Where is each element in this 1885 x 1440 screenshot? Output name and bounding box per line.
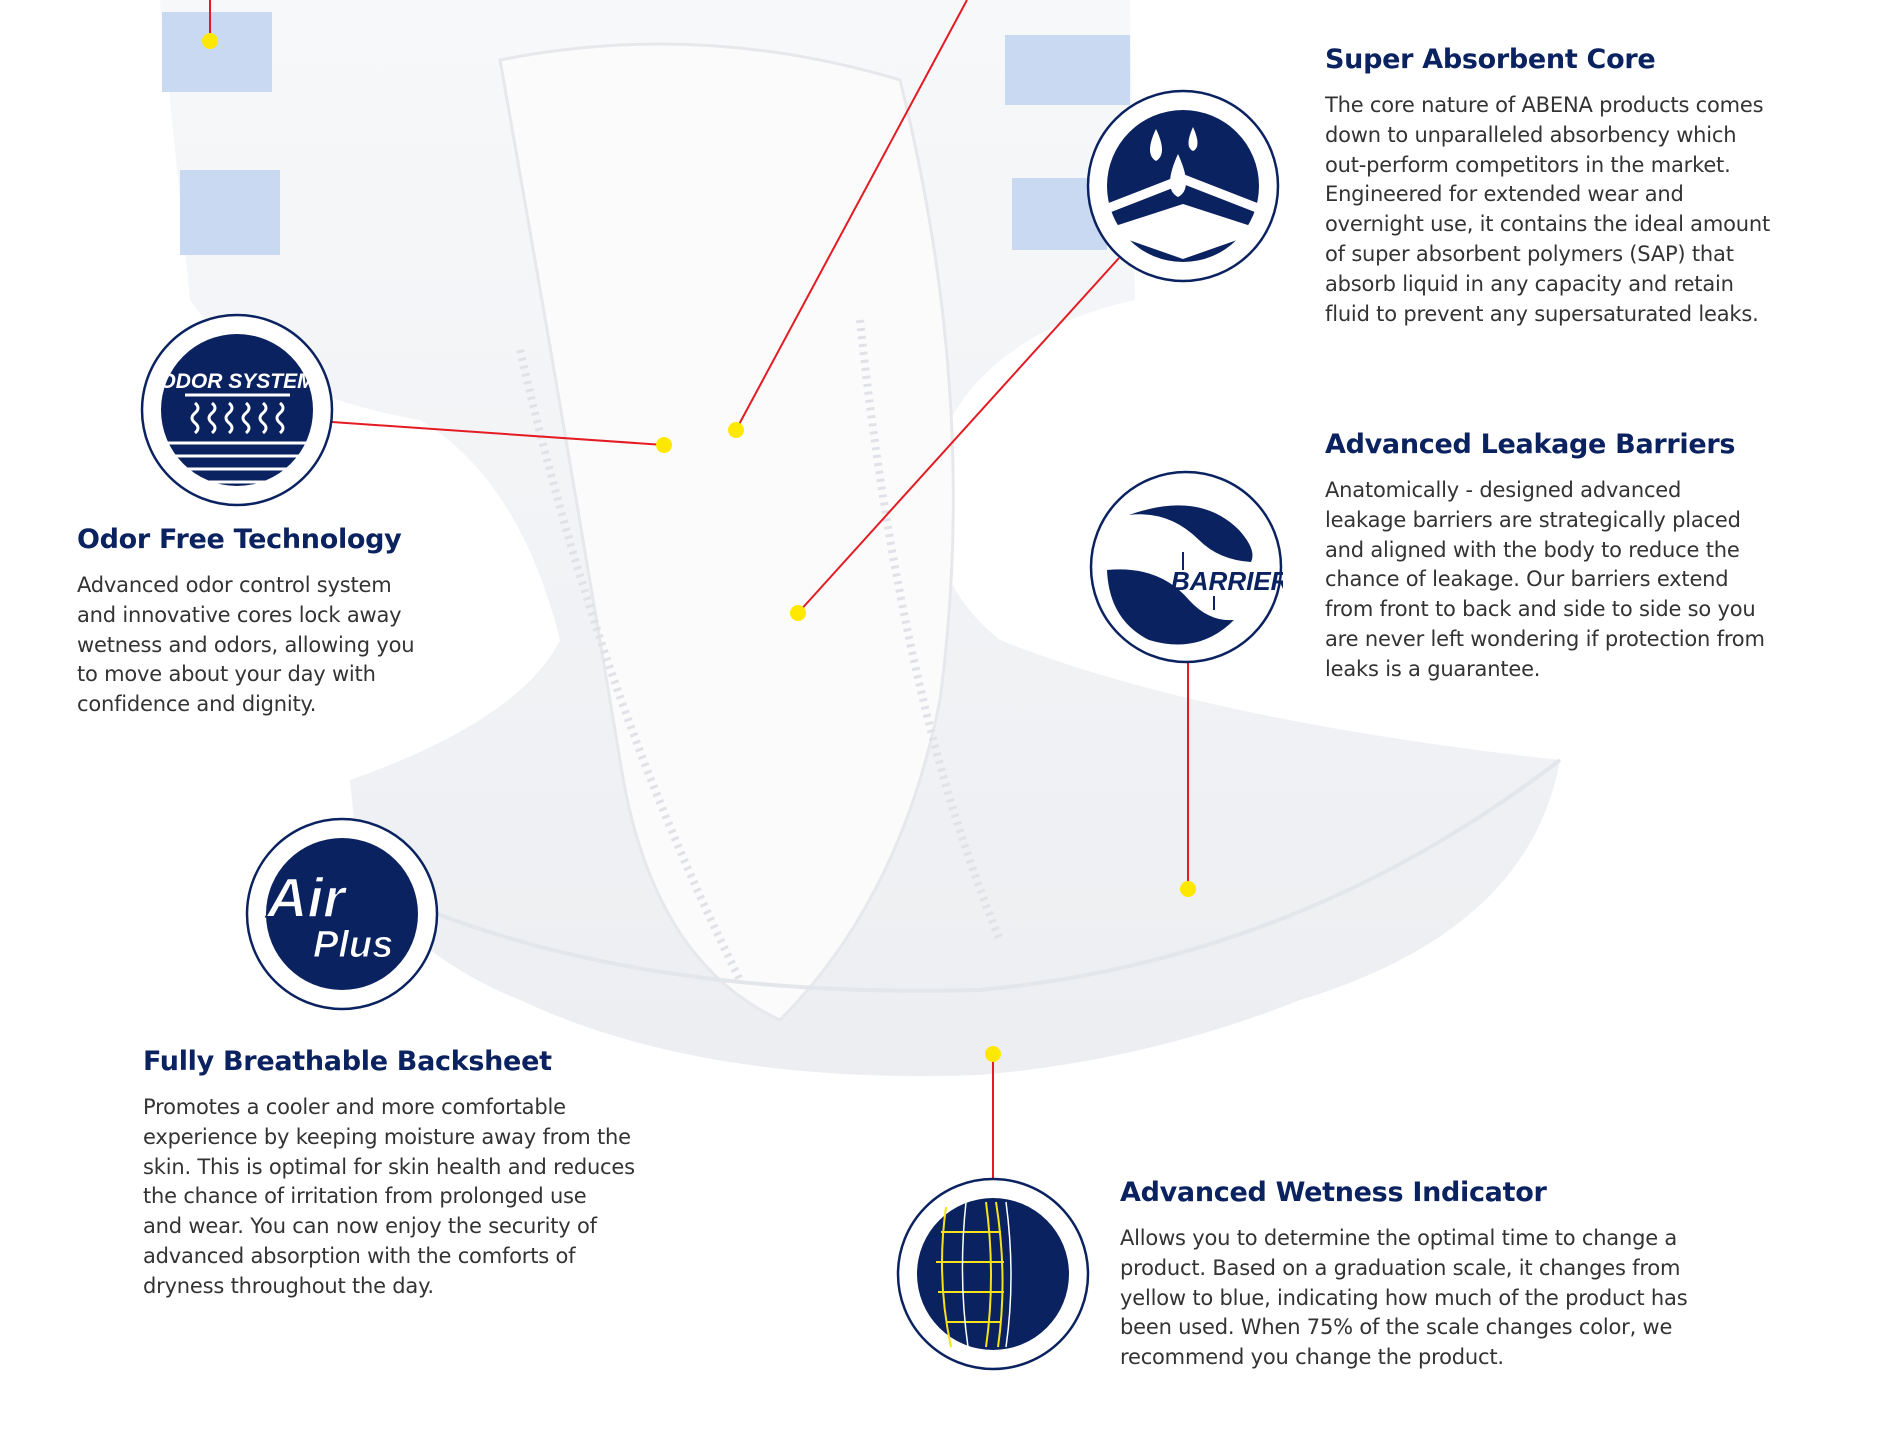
feature-wetness-indicator: Advanced Wetness Indicator Allows you to… — [1120, 1176, 1688, 1373]
feature-title: Advanced Leakage Barriers — [1325, 429, 1736, 460]
description-line: overnight use, it contains the ideal amo… — [1325, 212, 1771, 237]
description-line: product. Based on a graduation scale, it… — [1120, 1255, 1681, 1280]
barriers-icon: BARRIERS — [1089, 470, 1283, 664]
description-line: and innovative cores lock away — [77, 602, 402, 627]
water-drops-icon — [1086, 89, 1280, 283]
description-line: skin. This is optimal for skin health an… — [143, 1154, 635, 1179]
description-line: absorb liquid in any capacity and retain — [1325, 271, 1734, 296]
barriers-icon-label: BARRIERS — [1171, 566, 1283, 596]
tape-fasteners — [162, 12, 1130, 255]
description-line: confidence and dignity. — [77, 692, 317, 717]
feature-description: Allows you to determine the optimal time… — [1120, 1224, 1688, 1373]
air-plus-icon: Air Plus — [245, 817, 439, 1011]
feature-title: Super Absorbent Core — [1325, 44, 1656, 75]
description-line: to move about your day with — [77, 662, 376, 687]
description-line: down to unparalleled absorbency which — [1325, 122, 1737, 147]
description-line: out-perform competitors in the market. — [1325, 152, 1731, 177]
feature-super-absorbent-core: Super Absorbent Core The core nature of … — [1325, 43, 1770, 329]
description-line: chance of leakage. Our barriers extend — [1325, 567, 1729, 592]
description-line: The core nature of ABENA products comes — [1325, 93, 1764, 117]
feature-title: Advanced Wetness Indicator — [1120, 1177, 1547, 1208]
description-line: experience by keeping moisture away from… — [143, 1124, 631, 1149]
description-line: Anatomically - designed advanced — [1325, 478, 1682, 502]
description-line: leakage barriers are strategically place… — [1325, 507, 1741, 532]
feature-description: The core nature of ABENA products comes d… — [1325, 91, 1770, 329]
odor-icon-label: ODOR SYSTEM — [159, 370, 315, 393]
connector-lines — [209, 0, 1189, 1180]
description-line: and wear. You can now enjoy the security… — [143, 1214, 597, 1239]
air-label: Air — [265, 866, 348, 929]
feature-title: Odor Free Technology — [77, 524, 402, 555]
description-line: dryness throughout the day. — [143, 1273, 434, 1298]
description-line: the chance of irritation from prolonged … — [143, 1184, 587, 1209]
feature-title: Fully Breathable Backsheet — [143, 1046, 552, 1077]
description-line: of super absorbent polymers (SAP) that — [1325, 241, 1734, 266]
callout-dots — [202, 33, 1196, 1062]
description-line: wetness and odors, allowing you — [77, 632, 415, 657]
feature-description: Anatomically - designed advanced leakage … — [1325, 476, 1765, 685]
feature-description: Advanced odor control system and innovati… — [77, 571, 415, 720]
description-line: are never left wondering if protection f… — [1325, 626, 1765, 651]
description-line: advanced absorption with the comforts of — [143, 1243, 576, 1268]
description-line: yellow to blue, indicating how much of t… — [1120, 1285, 1688, 1310]
odor-system-icon: ODOR SYSTEM — [140, 313, 334, 507]
description-line: recommend you change the product. — [1120, 1345, 1504, 1370]
description-line: and aligned with the body to reduce the — [1325, 537, 1740, 562]
description-line: Allows you to determine the optimal time… — [1120, 1226, 1678, 1250]
feature-odor-free: Odor Free Technology Advanced odor contr… — [77, 523, 415, 720]
plus-label: Plus — [313, 924, 393, 966]
diaper-core — [498, 42, 955, 1022]
description-line: fluid to prevent any supersaturated leak… — [1325, 301, 1759, 326]
feature-description: Promotes a cooler and more comfortable ex… — [143, 1093, 635, 1302]
description-line: been used. When 75% of the scale changes… — [1120, 1315, 1673, 1340]
description-line: Advanced odor control system — [77, 573, 392, 597]
description-line: leaks is a guarantee. — [1325, 656, 1541, 681]
description-line: Promotes a cooler and more comfortable — [143, 1095, 566, 1119]
wetness-indicator-icon — [896, 1177, 1090, 1371]
feature-leakage-barriers: Advanced Leakage Barriers Anatomically -… — [1325, 428, 1765, 685]
description-line: Engineered for extended wear and — [1325, 182, 1684, 207]
feature-breathable-backsheet: Fully Breathable Backsheet Promotes a co… — [143, 1045, 635, 1302]
description-line: from front to back and side to side so y… — [1325, 597, 1756, 622]
